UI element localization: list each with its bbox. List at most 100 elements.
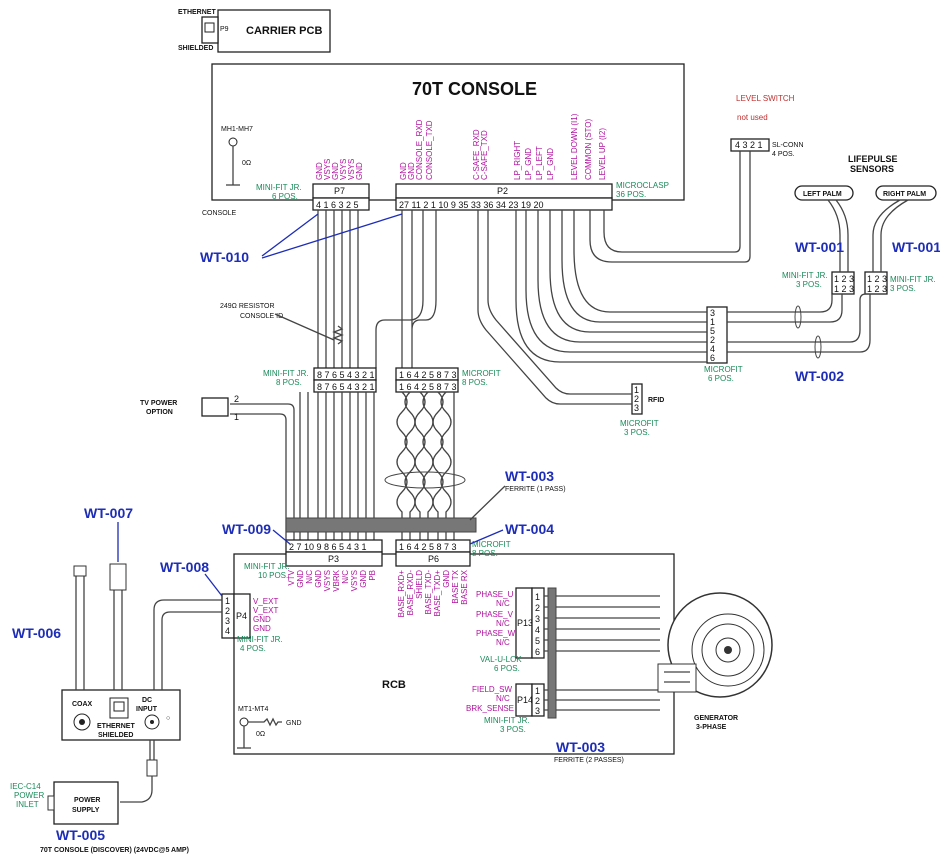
harness-wires (230, 391, 466, 540)
p2-pos: 36 POS. (616, 190, 646, 199)
svg-text:P13: P13 (517, 618, 533, 628)
svg-text:2: 2 (634, 394, 639, 404)
p7-pos: 6 POS. (272, 192, 298, 201)
svg-text:2: 2 (535, 696, 540, 706)
p7-type: MINI-FIT JR. (256, 183, 302, 192)
svg-text:8 7 6 5 4 3 2 1: 8 7 6 5 4 3 2 1 (317, 370, 375, 380)
p7-signals: GND VSYS GND VSYS VSYS GND (315, 159, 364, 180)
svg-text:GND: GND (331, 162, 340, 180)
svg-text:BASE_TXD+: BASE_TXD+ (433, 570, 442, 617)
svg-text:ETHERNET: ETHERNET (97, 723, 135, 730)
svg-text:1 2 3: 1 2 3 (867, 284, 887, 294)
svg-text:1: 1 (234, 412, 239, 422)
ferrite-bar (285, 517, 477, 533)
svg-text:249Ω RESISTOR: 249Ω RESISTOR (220, 303, 275, 310)
svg-text:LEVEL UP (I2): LEVEL UP (I2) (598, 128, 607, 180)
harness-connectors: 8 7 6 5 4 3 2 1 8 7 6 5 4 3 2 1 MINI-FIT… (263, 367, 501, 393)
svg-text:6 POS.: 6 POS. (708, 374, 734, 383)
generator-icon: GENERATOR 3-PHASE (657, 592, 773, 731)
svg-text:BASE RX: BASE RX (460, 569, 469, 604)
svg-text:BASE_RXD+: BASE_RXD+ (397, 570, 406, 618)
svg-text:1: 1 (225, 596, 230, 606)
svg-text:8 7 6 5 4 3 2 1: 8 7 6 5 4 3 2 1 (317, 382, 375, 392)
svg-text:P3: P3 (328, 554, 339, 564)
svg-text:3 POS.: 3 POS. (624, 428, 650, 437)
power-supply: POWER SUPPLY IEC-C14 POWER INLET 70T CON… (10, 781, 189, 854)
coax-plug-icon (73, 565, 87, 577)
resistor: 249Ω RESISTOR CONSOLE ID (220, 303, 344, 345)
svg-text:GND: GND (315, 162, 324, 180)
tag-wt010: WT-010 (200, 249, 249, 265)
svg-text:N/C: N/C (305, 570, 314, 584)
svg-text:0Ω: 0Ω (256, 731, 265, 738)
ferrite-top-label: FERRITE (1 PASS) (505, 486, 566, 493)
svg-text:MICROFIT: MICROFIT (620, 419, 659, 428)
console-ohm: 0Ω (242, 160, 251, 167)
svg-text:2: 2 (234, 394, 239, 404)
coax-jack-icon (73, 713, 91, 731)
svg-text:P4: P4 (236, 611, 247, 621)
svg-text:1 2 3: 1 2 3 (834, 284, 854, 294)
svg-text:3 POS.: 3 POS. (796, 280, 822, 289)
ethernet-plug-icon (109, 563, 127, 591)
svg-text:N/C: N/C (496, 638, 510, 647)
svg-text:LP_RIGHT: LP_RIGHT (513, 141, 522, 180)
svg-text:PB: PB (368, 570, 377, 581)
svg-text:MINI-FIT JR.: MINI-FIT JR. (263, 369, 309, 378)
svg-text:TV POWER: TV POWER (140, 400, 177, 407)
svg-text:IEC-C14: IEC-C14 (10, 782, 41, 791)
tv-plug-icon (201, 397, 229, 417)
p7-name: P7 (334, 186, 345, 196)
svg-text:GND: GND (355, 162, 364, 180)
sl-conn-name: SL-CONN (772, 142, 804, 149)
svg-text:OPTION: OPTION (146, 409, 173, 416)
svg-text:DC: DC (142, 697, 152, 704)
svg-text:PHASE_W: PHASE_W (476, 629, 516, 638)
svg-text:CONSOLE ID: CONSOLE ID (240, 313, 283, 320)
svg-text:MICROFIT: MICROFIT (462, 369, 501, 378)
ferrite-2-pass (547, 587, 557, 719)
svg-text:VSYS: VSYS (339, 159, 348, 180)
svg-text:6 POS.: 6 POS. (494, 664, 520, 673)
svg-text:CONSOLE_RXD: CONSOLE_RXD (415, 119, 424, 180)
svg-text:MINI-FIT JR.: MINI-FIT JR. (244, 562, 290, 571)
svg-text:1: 1 (634, 385, 639, 395)
svg-text:3: 3 (535, 706, 540, 716)
svg-text:6: 6 (535, 647, 540, 657)
tag-wt003-bottom: WT-003 (556, 739, 605, 755)
svg-text:3: 3 (535, 614, 540, 624)
svg-text:2: 2 (535, 603, 540, 613)
svg-text:3 POS.: 3 POS. (500, 725, 526, 734)
wt-tags: WT-010 WT-001 WT-001 WT-002 WT-003 WT-00… (12, 213, 940, 843)
svg-text:V_EXT: V_EXT (253, 597, 278, 606)
svg-text:FIELD_SW: FIELD_SW (472, 685, 512, 694)
svg-text:V_EXT: V_EXT (253, 606, 278, 615)
rcb-title: RCB (382, 679, 406, 691)
left-palm-label: LEFT PALM (803, 191, 842, 198)
ethernet-port-icon (109, 697, 129, 719)
svg-text:70T CONSOLE (DISCOVER) (24VDC@: 70T CONSOLE (DISCOVER) (24VDC@5 AMP) (40, 847, 189, 854)
lifepulse-title2: SENSORS (850, 164, 894, 174)
carrier-pcb: CARRIER PCB ETHERNET SHIELDED P9 (178, 9, 331, 53)
tag-wt007: WT-007 (84, 505, 133, 521)
svg-text:SUPPLY: SUPPLY (72, 807, 100, 814)
svg-text:1 6 4 2 5 8 7 3: 1 6 4 2 5 8 7 3 (399, 382, 457, 392)
svg-text:10 POS.: 10 POS. (258, 571, 288, 580)
svg-text:LEVEL DOWN (I1): LEVEL DOWN (I1) (570, 113, 579, 180)
rcb-board: RCB MT1-MT4 GND 0Ω 2 7 10 9 8 6 5 4 3 1 … (221, 539, 675, 755)
console-mh-label: MH1-MH7 (221, 126, 253, 133)
svg-text:GND: GND (407, 162, 416, 180)
svg-text:GND: GND (359, 570, 368, 588)
tag-wt001-right: WT-001 (892, 239, 940, 255)
tag-wt001-left: WT-001 (795, 239, 844, 255)
console-wires (317, 151, 909, 405)
p2-name: P2 (497, 186, 508, 196)
dc-jack-icon (144, 714, 160, 730)
resistor-icon (332, 325, 344, 345)
svg-text:N/C: N/C (496, 694, 510, 703)
svg-text:SHIELD: SHIELD (415, 570, 424, 599)
carrier-title: CARRIER PCB (246, 25, 322, 37)
microfit-6pos: 3 1 5 2 4 6 MICROFIT 6 POS. (704, 306, 743, 383)
svg-text:SHIELDED: SHIELDED (98, 732, 133, 739)
tag-wt004: WT-004 (505, 521, 554, 537)
